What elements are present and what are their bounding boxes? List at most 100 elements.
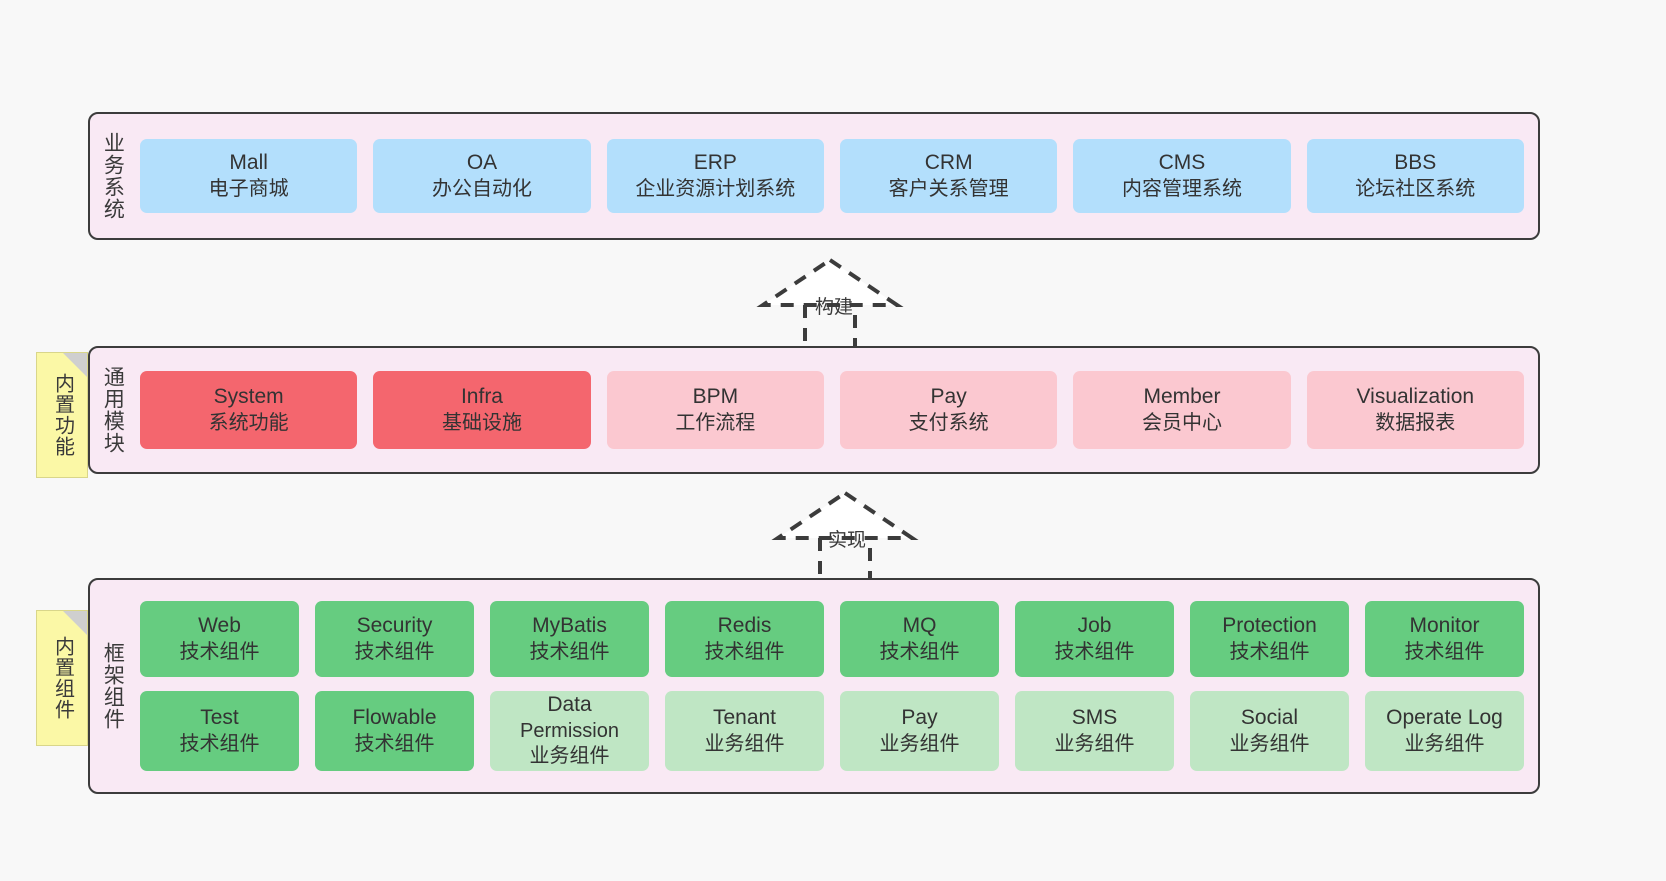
card-flowable[interactable]: Flowable 技术组件 <box>315 691 474 771</box>
card-subtitle: 数据报表 <box>1375 411 1456 434</box>
card-subtitle: 企业资源计划系统 <box>635 177 796 200</box>
builtin-function-note: 内置功能 <box>36 352 88 478</box>
card-subtitle: 论坛社区系统 <box>1355 177 1476 200</box>
card-web[interactable]: Web 技术组件 <box>140 601 299 677</box>
card-subtitle: 技术组件 <box>179 732 260 755</box>
card-crm[interactable]: CRM 客户关系管理 <box>839 139 1058 213</box>
card-subtitle: 技术组件 <box>179 640 260 663</box>
card-title: OA <box>466 150 498 174</box>
card-title: BPM <box>692 384 739 408</box>
card-mq[interactable]: MQ 技术组件 <box>840 601 999 677</box>
card-title: Member <box>1143 384 1221 408</box>
card-subtitle: 内容管理系统 <box>1121 177 1242 200</box>
card-title: Web <box>198 613 241 637</box>
card-test[interactable]: Test 技术组件 <box>140 691 299 771</box>
card-title: MyBatis <box>532 613 607 637</box>
card-pay[interactable]: Pay 业务组件 <box>840 691 999 771</box>
card-subtitle: 技术组件 <box>704 640 785 663</box>
implement-arrow-head <box>771 490 919 540</box>
card-subtitle: 技术组件 <box>1404 640 1485 663</box>
card-monitor[interactable]: Monitor 技术组件 <box>1365 601 1524 677</box>
card-subtitle: 支付系统 <box>908 411 989 434</box>
note-fold-icon <box>63 353 87 377</box>
card-oa[interactable]: OA 办公自动化 <box>373 139 591 213</box>
card-title: Security <box>356 613 433 637</box>
builtin-function-note-text: 内置功能 <box>51 373 74 457</box>
card-erp[interactable]: ERP 企业资源计划系统 <box>606 139 824 213</box>
card-pay[interactable]: Pay 支付系统 <box>839 371 1058 449</box>
card-subtitle: 业务组件 <box>879 732 960 755</box>
card-subtitle: 业务组件 <box>529 745 610 768</box>
framework-component-label: 框架组件 <box>101 642 125 730</box>
card-social[interactable]: Social 业务组件 <box>1190 691 1349 771</box>
card-title: Tenant <box>712 705 777 729</box>
card-title: Pay <box>930 384 967 408</box>
card-bpm[interactable]: BPM 工作流程 <box>606 371 824 449</box>
card-title: SMS <box>1071 705 1118 729</box>
card-title: Monitor <box>1409 613 1480 637</box>
card-title: Protection <box>1222 613 1317 637</box>
card-title: Pay <box>901 705 938 729</box>
card-tenant[interactable]: Tenant 业务组件 <box>665 691 824 771</box>
build-arrow-label: 构建 <box>815 297 854 318</box>
implement-arrow-label: 实现 <box>828 530 867 551</box>
card-title: CMS <box>1158 150 1206 174</box>
card-title: Redis <box>717 613 772 637</box>
card-sms[interactable]: SMS 业务组件 <box>1015 691 1174 771</box>
card-redis[interactable]: Redis 技术组件 <box>665 601 824 677</box>
card-mybatis[interactable]: MyBatis 技术组件 <box>490 601 649 677</box>
card-title: Visualization <box>1356 384 1475 408</box>
card-title: Data <box>547 692 592 716</box>
card-subtitle: 会员中心 <box>1141 411 1222 434</box>
builtin-component-note-text: 内置组件 <box>51 636 74 720</box>
card-subtitle: 客户关系管理 <box>888 177 1009 200</box>
card-title: CRM <box>924 150 973 174</box>
card-infra[interactable]: Infra 基础设施 <box>373 371 591 449</box>
card-subtitle: 业务组件 <box>704 732 785 755</box>
card-subtitle: 业务组件 <box>1229 732 1310 755</box>
card-subtitle: 技术组件 <box>1229 640 1310 663</box>
card-title: ERP <box>693 150 737 174</box>
card-subtitle: 电子商城 <box>208 177 289 200</box>
card-title: BBS <box>1394 150 1437 174</box>
card-security[interactable]: Security 技术组件 <box>315 601 474 677</box>
card-visualization[interactable]: Visualization 数据报表 <box>1306 371 1524 449</box>
card-subtitle: 工作流程 <box>675 411 756 434</box>
card-subtitle: 技术组件 <box>354 732 435 755</box>
card-title: Test <box>200 705 239 729</box>
common-module-label: 通用模块 <box>101 366 125 454</box>
card-member[interactable]: Member 会员中心 <box>1073 371 1291 449</box>
card-subtitle: 技术组件 <box>354 640 435 663</box>
card-subtitle: 技术组件 <box>529 640 610 663</box>
card-title: Infra <box>460 384 503 408</box>
card-title: Operate Log <box>1386 705 1503 729</box>
card-protection[interactable]: Protection 技术组件 <box>1190 601 1349 677</box>
card-title: Social <box>1240 705 1299 729</box>
card-subtitle: 业务组件 <box>1054 732 1135 755</box>
card-subtitle: 基础设施 <box>441 411 522 434</box>
card-title: Job <box>1077 613 1112 637</box>
card-title: Flowable <box>352 705 437 729</box>
card-subtitle: 技术组件 <box>879 640 960 663</box>
card-title: MQ <box>902 613 937 637</box>
builtin-component-note: 内置组件 <box>36 610 88 746</box>
card-subtitle: 办公自动化 <box>431 177 532 200</box>
note-fold-icon <box>63 611 87 635</box>
card-cms[interactable]: CMS 内容管理系统 <box>1073 139 1291 213</box>
card-bbs[interactable]: BBS 论坛社区系统 <box>1306 139 1524 213</box>
